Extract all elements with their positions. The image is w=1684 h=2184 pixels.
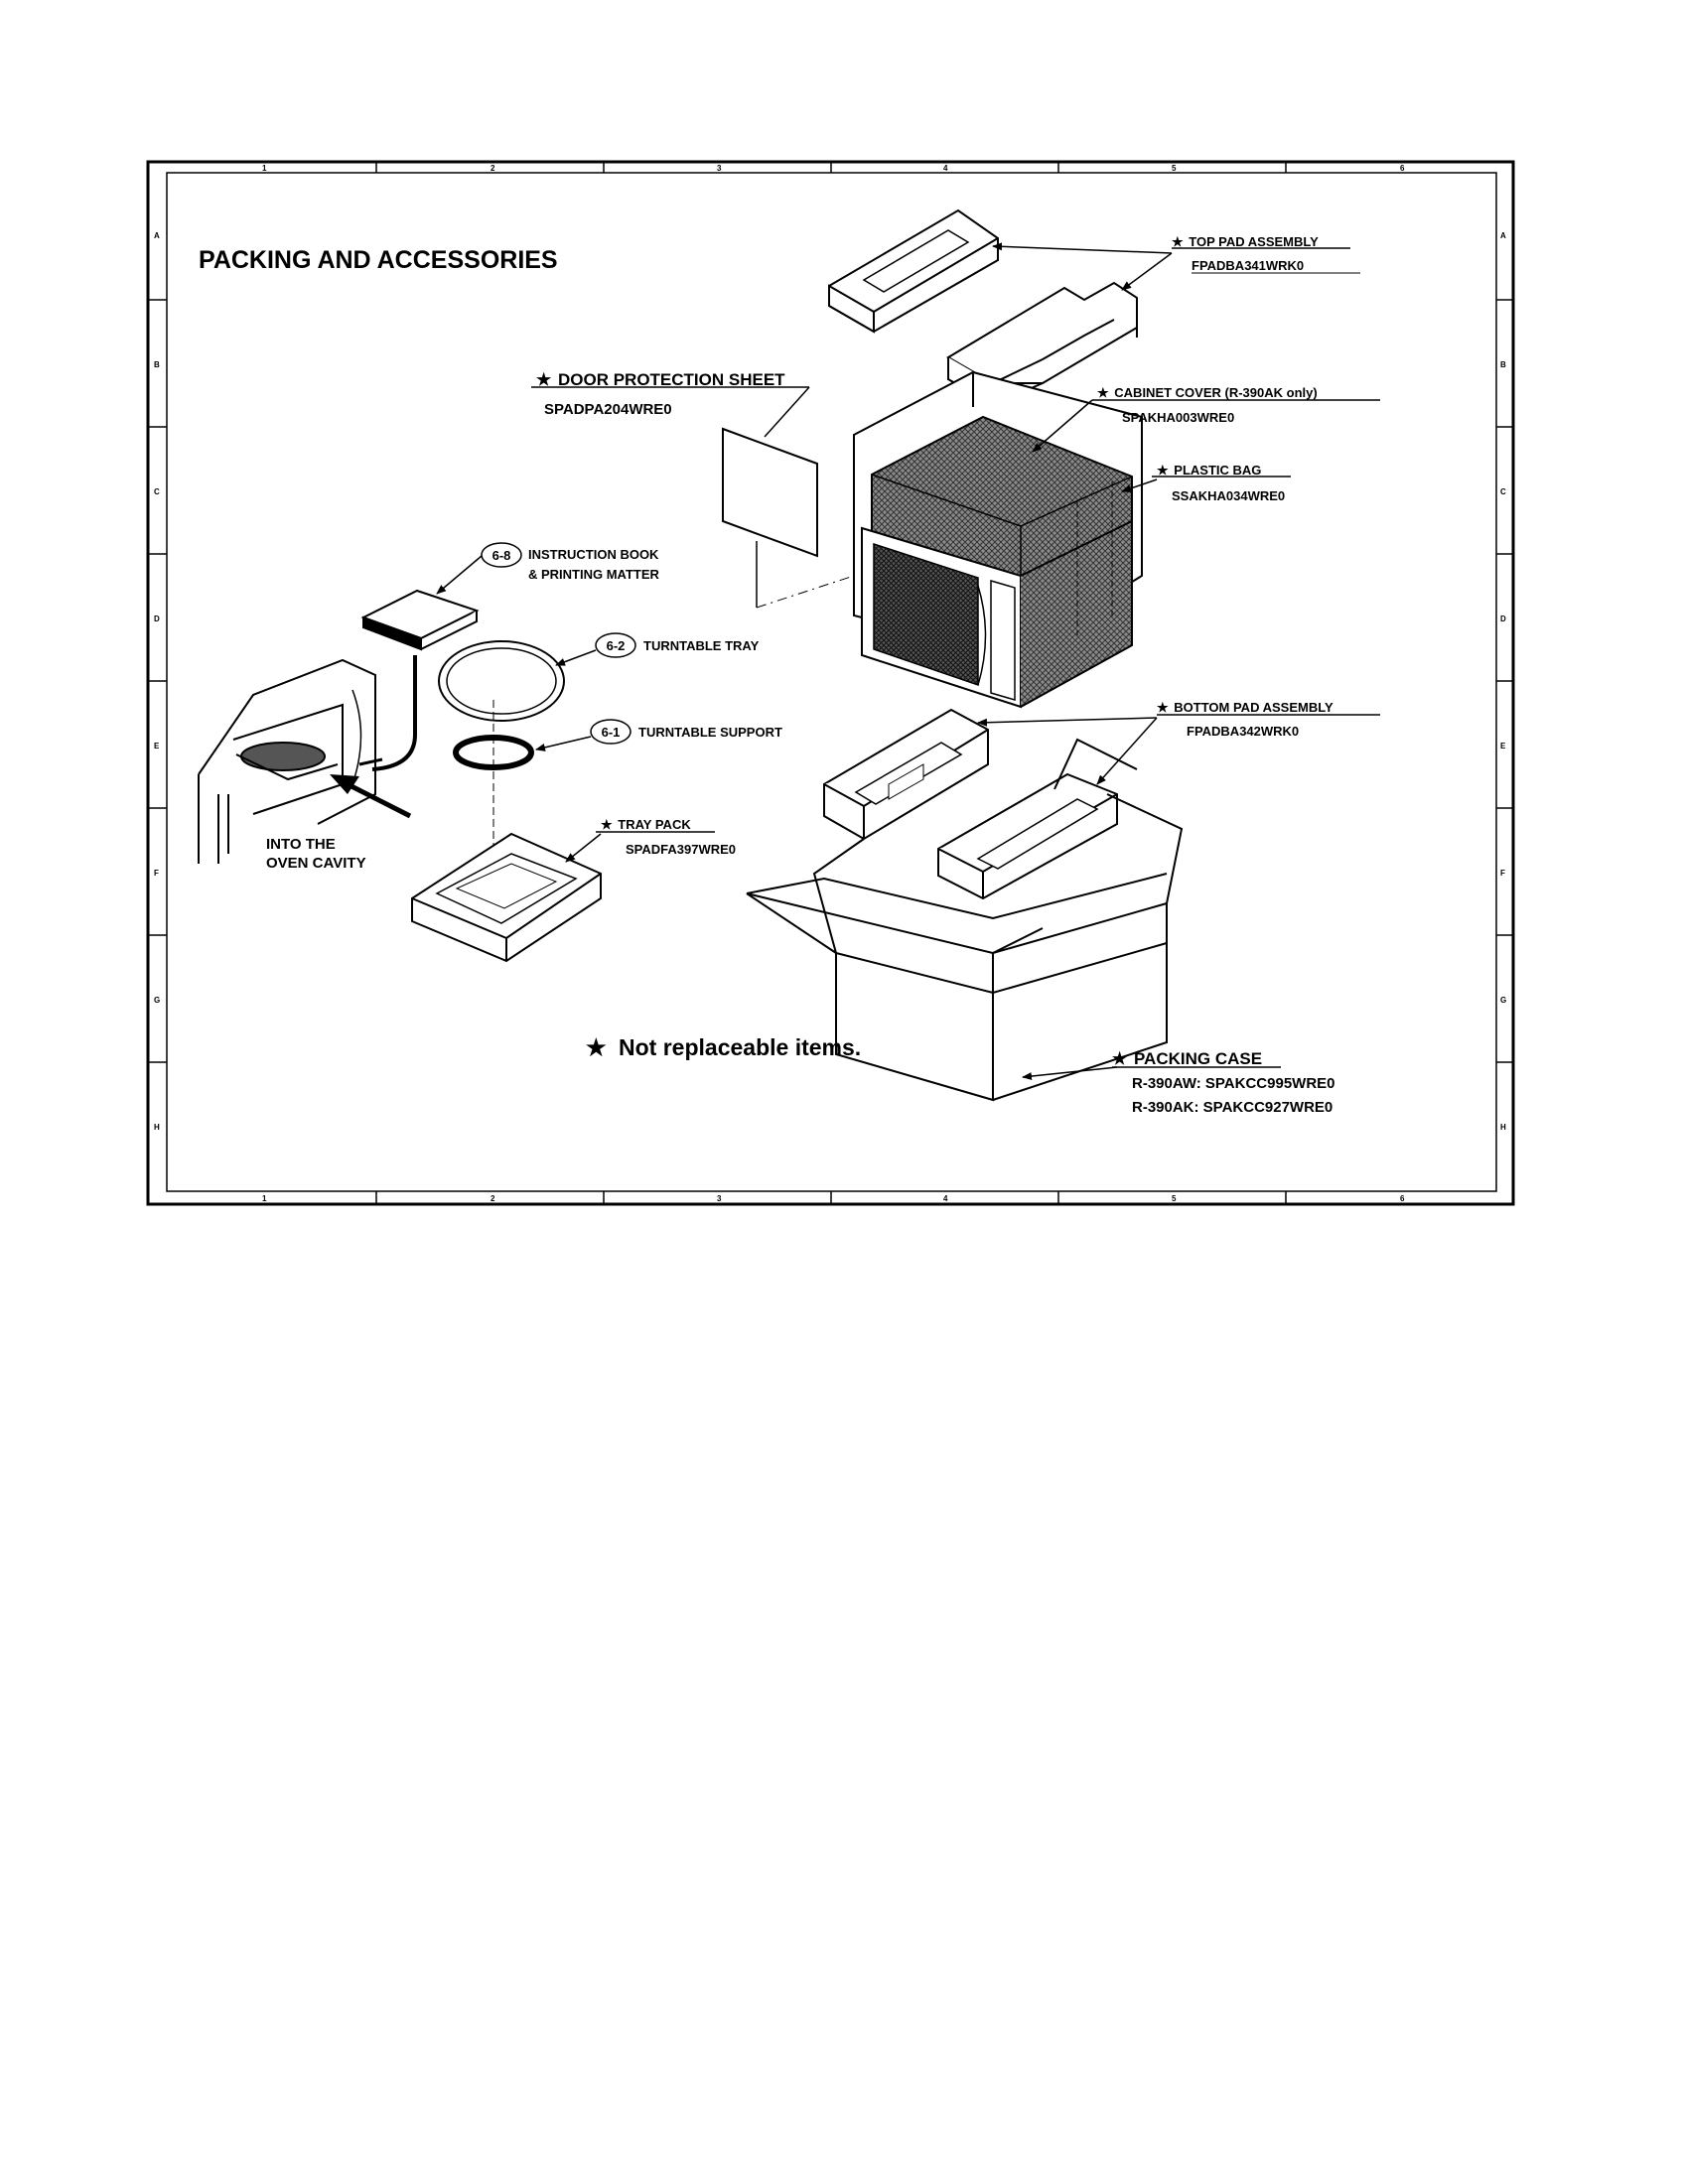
packing-case-name: PACKING CASE [1134, 1049, 1262, 1068]
row-marker: D [1500, 614, 1506, 623]
into-cavity-arrow [330, 757, 412, 819]
star-icon: ★ [1172, 234, 1184, 249]
ref-bubble [481, 542, 522, 568]
column-marker: 6 [1400, 164, 1405, 173]
row-marker: C [1500, 487, 1506, 496]
turntable-tray [438, 640, 565, 722]
star-icon: ★ [536, 370, 552, 389]
column-marker: 6 [1400, 1194, 1405, 1203]
drawing-frame [146, 160, 1515, 1206]
plastic-bag-name: PLASTIC BAG [1174, 463, 1261, 478]
turntable-tray-label: 6-2 TURNTABLE TRAY [595, 632, 760, 658]
row-marker: G [1500, 996, 1506, 1005]
ref-bubble [595, 632, 636, 658]
star-icon: ★ [1112, 1049, 1128, 1068]
star-icon: ★ [586, 1034, 607, 1060]
column-marker: 1 [262, 1194, 267, 1203]
turntable-support-ref: 6-1 [602, 725, 621, 740]
row-marker: A [1500, 231, 1506, 240]
row-marker: C [154, 487, 160, 496]
column-marker: 3 [717, 164, 722, 173]
column-markers-bottom: 1 2 3 4 5 6 [262, 1194, 1405, 1203]
star-icon: ★ [601, 817, 613, 832]
door-sheet-label: ★ DOOR PROTECTION SHEET [536, 370, 785, 389]
instruction-book [360, 589, 480, 771]
bottom-pad-name: BOTTOM PAD ASSEMBLY [1174, 700, 1333, 715]
star-icon: ★ [1097, 385, 1109, 400]
leader-lines [436, 242, 1380, 1081]
instruction-book-ref: 6-8 [492, 548, 511, 563]
cabinet-cover-name: CABINET COVER (R-390AK only) [1114, 385, 1317, 400]
turntable-tray-name: TURNTABLE TRAY [643, 638, 760, 653]
row-marker: D [154, 614, 160, 623]
top-pad-label: ★ TOP PAD ASSEMBLY [1172, 234, 1319, 249]
row-markers-right: A B C D E F G H [1500, 231, 1506, 1132]
column-marker: 1 [262, 164, 267, 173]
plastic-bag-code: SSAKHA034WRE0 [1172, 488, 1285, 503]
microwave-unit [853, 370, 1143, 709]
column-marker: 2 [491, 164, 495, 173]
door-sheet-name: DOOR PROTECTION SHEET [558, 370, 785, 389]
ref-bubble [590, 719, 632, 745]
column-marker: 4 [943, 1194, 948, 1203]
column-marker: 2 [491, 1194, 495, 1203]
row-marker: E [154, 742, 160, 751]
door-sheet-code: SPADPA204WRE0 [544, 401, 672, 418]
tray-pack-label: ★ TRAY PACK [601, 817, 691, 832]
tray-pack [411, 832, 602, 963]
row-marker: A [154, 231, 160, 240]
oven-cavity-line2: OVEN CAVITY [266, 855, 366, 872]
row-marker: G [154, 996, 160, 1005]
plastic-bag-label: ★ PLASTIC BAG [1157, 463, 1261, 478]
star-icon: ★ [1157, 700, 1169, 715]
bottom-pad-label: ★ BOTTOM PAD ASSEMBLY [1157, 700, 1333, 715]
packing-case-code-ak: R-390AK: SPAKCC927WRE0 [1132, 1099, 1333, 1116]
page-title: PACKING AND ACCESSORIES [199, 246, 558, 274]
column-marker: 3 [717, 1194, 722, 1203]
row-marker: F [154, 869, 159, 878]
turntable-support-label: 6-1 TURNTABLE SUPPORT [590, 719, 782, 745]
door-protection-sheet [722, 427, 855, 609]
column-markers-top: 1 2 3 4 5 6 [262, 164, 1405, 173]
top-pad-name: TOP PAD ASSEMBLY [1189, 234, 1319, 249]
instruction-book-line2: & PRINTING MATTER [528, 567, 660, 582]
turntable-support-name: TURNTABLE SUPPORT [638, 725, 782, 740]
row-marker: E [1500, 742, 1506, 751]
not-replaceable-note: ★ Not replaceable items. [586, 1034, 861, 1060]
star-icon: ★ [1157, 463, 1169, 478]
row-marker: F [1500, 869, 1505, 878]
note-text: Not replaceable items. [619, 1034, 861, 1060]
oven-cavity-view [198, 658, 376, 864]
row-marker: B [1500, 360, 1506, 369]
packing-case [746, 738, 1184, 1102]
turntable-tray-ref: 6-2 [607, 638, 626, 653]
tray-pack-name: TRAY PACK [618, 817, 691, 832]
instruction-book-label: 6-8 INSTRUCTION BOOK & PRINTING MATTER [481, 542, 660, 582]
column-marker: 5 [1172, 164, 1177, 173]
cabinet-cover-label: ★ CABINET COVER (R-390AK only) [1097, 385, 1318, 400]
instruction-book-line1: INSTRUCTION BOOK [528, 547, 659, 562]
top-pad-code: FPADBA341WRK0 [1192, 258, 1304, 273]
oven-cavity-line1: INTO THE [266, 836, 336, 853]
row-marker: H [154, 1123, 160, 1132]
row-marker: H [1500, 1123, 1506, 1132]
bottom-pad-assembly [823, 708, 1118, 900]
packing-case-label: ★ PACKING CASE [1112, 1049, 1262, 1068]
row-marker: B [154, 360, 160, 369]
packing-case-code-aw: R-390AW: SPAKCC995WRE0 [1132, 1075, 1335, 1092]
tray-pack-code: SPADFA397WRE0 [626, 842, 736, 857]
row-markers-left: A B C D E F G H [154, 231, 160, 1132]
column-marker: 5 [1172, 1194, 1177, 1203]
bottom-pad-code: FPADBA342WRK0 [1187, 724, 1299, 739]
column-marker: 4 [943, 164, 948, 173]
cabinet-cover-code: SPAKHA003WRE0 [1122, 410, 1234, 425]
